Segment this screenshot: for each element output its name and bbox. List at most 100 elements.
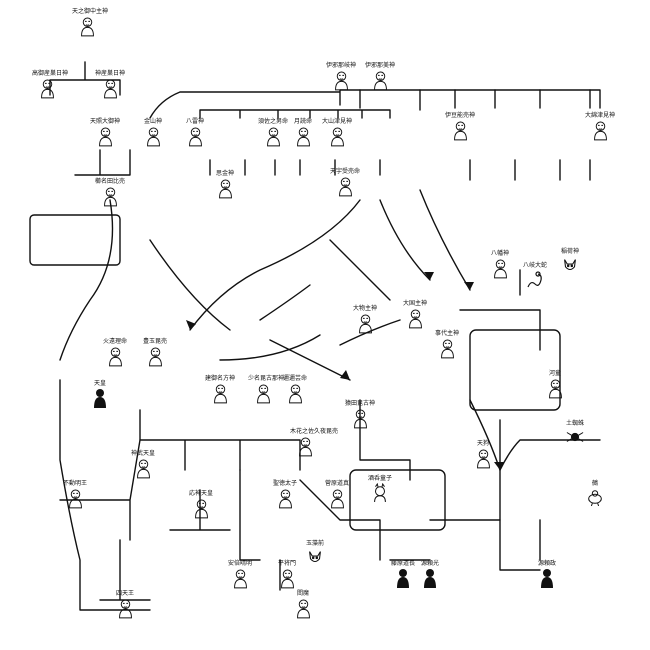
node-label: 金山神 (143, 118, 162, 125)
deity-node: 神武天皇 (128, 450, 158, 479)
deity-node: 大山津見神 (322, 118, 352, 147)
edge (359, 89, 591, 111)
node-label: 豊玉毘売 (142, 338, 167, 345)
node-label: 須佐之男命 (258, 118, 289, 125)
node-label: 天之御中主神 (72, 8, 109, 15)
deity-node: 伊邪那美神 (365, 62, 395, 91)
deity-node: 菅原道真 (322, 480, 352, 509)
edge (59, 379, 151, 611)
node-label: 玉藻前 (305, 540, 324, 547)
deity-node: 豊玉毘売 (137, 336, 173, 376)
deity-node: 櫛名田比売 (92, 176, 128, 216)
deity-node: 酒呑童子 (365, 475, 395, 503)
deity-figure-icon (140, 346, 170, 367)
deity-node: 事代主神 (432, 330, 462, 359)
edge (219, 334, 321, 361)
node-label: 大山津見神 (322, 118, 353, 125)
node-label: 鵺 (591, 480, 598, 487)
spider-icon (560, 428, 590, 446)
edge (209, 159, 381, 176)
deity-node: 猿田毘古神 (345, 400, 375, 429)
arrowheads (186, 272, 504, 470)
node-label: 酒呑童子 (367, 475, 392, 482)
deity-node: 藤原道長 (388, 560, 418, 588)
deity-node: 高御産巣日神 (32, 70, 69, 99)
deity-node: 稲荷神 (555, 248, 585, 274)
deity-node: 土蜘蛛 (560, 420, 590, 446)
node-label: 神武天皇 (130, 450, 155, 457)
edge (169, 489, 231, 531)
deity-figure-icon (365, 70, 395, 91)
node-label: 八岐大蛇 (522, 262, 547, 269)
deity-node: 平将門 (272, 560, 302, 589)
edge (59, 199, 114, 361)
deity-figure-icon (345, 408, 375, 429)
edge (419, 189, 471, 291)
deity-node: 邇邇芸命 (280, 375, 310, 404)
deity-figure-icon (72, 16, 102, 37)
deity-node: 聖徳太子 (270, 480, 300, 509)
edge (379, 199, 431, 281)
deity-node: 木花之佐久夜毘売 (287, 426, 338, 466)
deity-figure-icon (322, 126, 352, 147)
deity-figure-icon (330, 176, 360, 197)
deity-figure-icon (90, 126, 120, 147)
edge (149, 239, 231, 331)
node-label: 稲荷神 (560, 248, 579, 255)
edge (189, 199, 361, 331)
node-label: 天狗 (476, 440, 489, 447)
deity-figure-icon (322, 488, 352, 509)
edge (499, 439, 601, 471)
oni-icon (365, 483, 395, 503)
deity-figure-icon (288, 598, 318, 619)
node-label: 天照大御神 (90, 118, 121, 125)
node-label: 菅原道真 (324, 480, 349, 487)
deity-node: 安倍晴明 (225, 560, 255, 589)
deity-node: 天狗 (468, 440, 498, 469)
node-label: 不動明王 (62, 480, 87, 487)
deity-figure-icon (32, 78, 62, 99)
node-label: 大物主神 (352, 305, 377, 312)
node-label: 応神天皇 (188, 490, 213, 497)
node-label: 高御産巣日神 (32, 70, 69, 77)
edge (74, 149, 131, 176)
silhouette-icon (532, 568, 562, 588)
node-label: 少名毘古那神 (248, 375, 285, 382)
deity-node: 源頼光 (415, 560, 445, 588)
node-label: 閻魔 (296, 590, 309, 597)
node-label: 源頼光 (420, 560, 439, 567)
deity-figure-icon (210, 178, 240, 199)
group-box (29, 214, 121, 266)
node-label: 安倍晴明 (227, 560, 252, 567)
deity-figure-icon (128, 458, 158, 479)
deity-node: 少名毘古那神 (248, 375, 285, 404)
deity-figure-icon (485, 258, 515, 279)
node-label: 源頼政 (537, 560, 556, 567)
deity-node: 大綿津見神 (582, 110, 618, 150)
deity-figure-icon (540, 378, 570, 399)
node-label: 藤原道長 (390, 560, 415, 567)
deity-node: 建御名方神 (205, 375, 235, 404)
deity-node: 源頼政 (532, 560, 562, 588)
deity-figure-icon (180, 126, 210, 147)
node-label: 猿田毘古神 (345, 400, 376, 407)
node-label: 伊豆能売神 (445, 112, 476, 119)
deity-node: 伊邪那岐神 (326, 62, 356, 91)
edge (469, 159, 591, 181)
node-label: 思金神 (215, 170, 234, 177)
deity-figure-icon (95, 186, 125, 207)
deity-figure-icon (270, 488, 300, 509)
node-label: 四天王 (115, 590, 134, 597)
deity-figure-icon (326, 70, 356, 91)
node-label: 聖徳太子 (272, 480, 297, 487)
deity-node: 思金神 (210, 170, 240, 199)
edge (149, 89, 601, 119)
deity-node: 八雷神 (180, 118, 210, 147)
edge (139, 409, 301, 471)
deity-node: 閻魔 (288, 590, 318, 619)
deity-figure-icon (432, 338, 462, 359)
edge (339, 319, 401, 346)
deity-figure-icon (280, 383, 310, 404)
deity-figure-icon (138, 126, 168, 147)
